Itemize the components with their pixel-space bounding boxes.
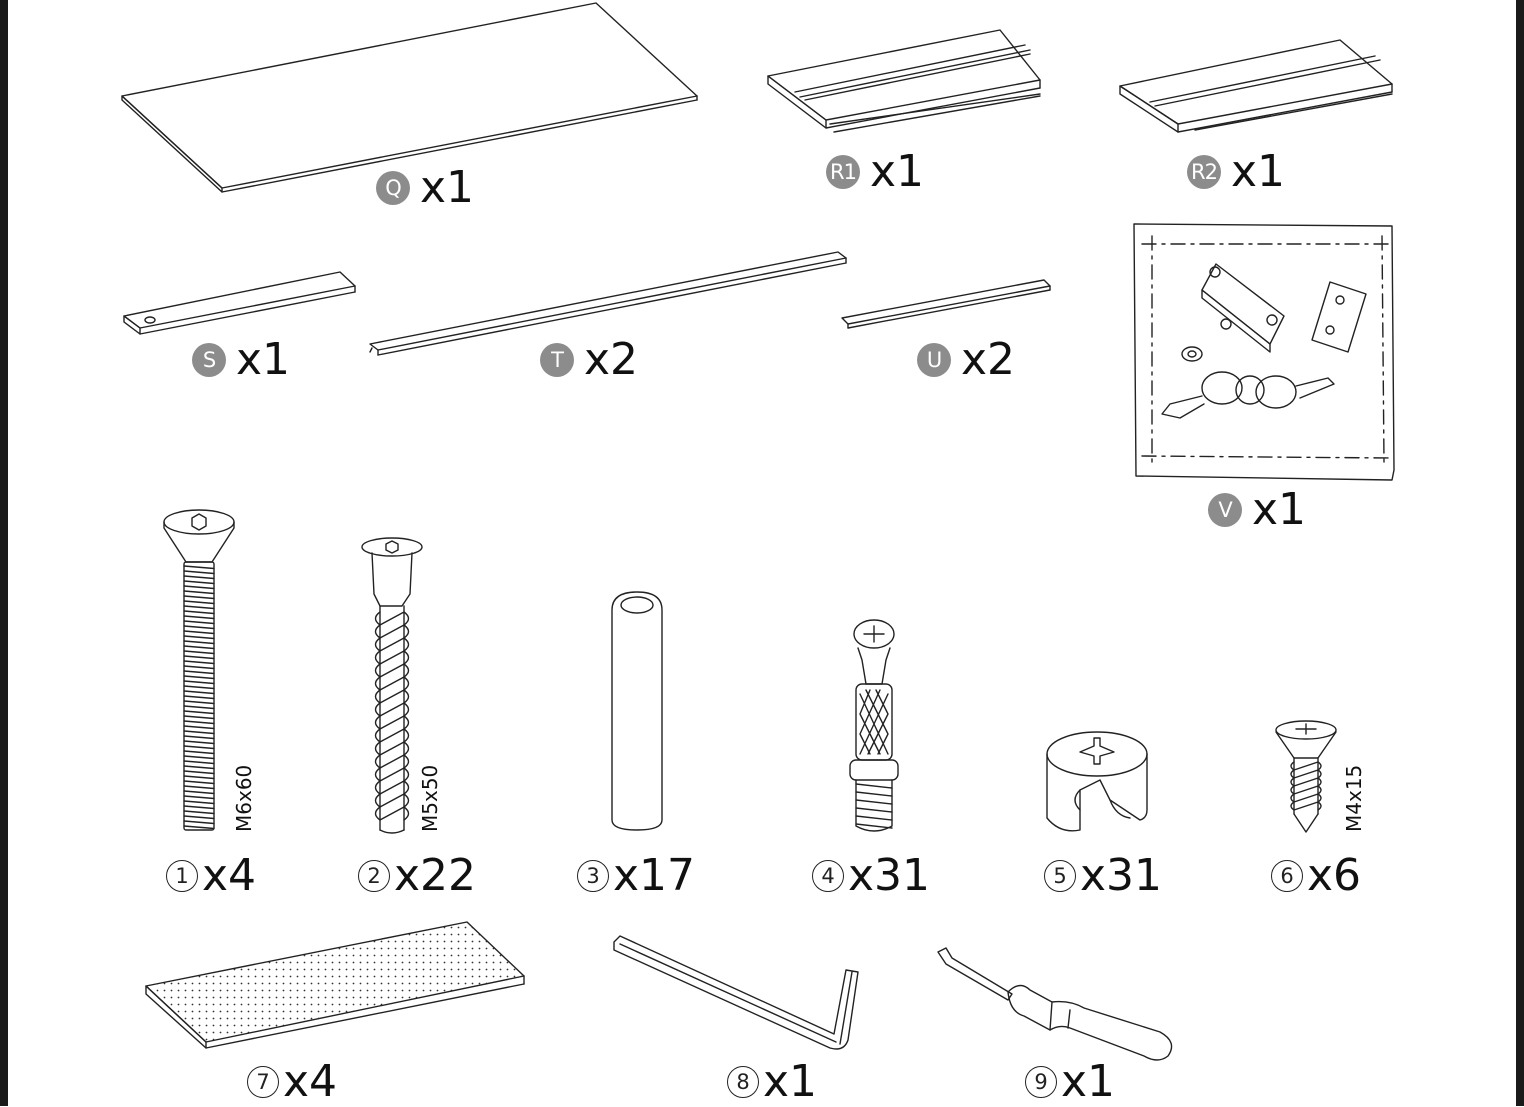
size-label-1: M6x60 — [232, 764, 256, 832]
badge-v: V — [1208, 493, 1242, 527]
qty-9: x1 — [1061, 1056, 1116, 1107]
qty-4: x31 — [848, 850, 931, 901]
badge-u: U — [917, 343, 951, 377]
panel-s-drawing — [123, 271, 356, 335]
panel-r2-label: R2 x1 — [1187, 150, 1285, 194]
num-8: 8 — [727, 1066, 759, 1098]
hardware-8-label: 8 x1 — [727, 1060, 817, 1104]
hardware-6-drawing — [1275, 720, 1337, 833]
num-2: 2 — [358, 860, 390, 892]
hardware-1-label: 1 x4 — [166, 854, 256, 898]
qty-t: x2 — [584, 334, 639, 385]
panel-q-label: Q x1 — [376, 166, 474, 210]
size-label-6: M4x15 — [1342, 764, 1366, 832]
panel-r1-label: R1 x1 — [826, 150, 924, 194]
qty-6: x6 — [1307, 850, 1362, 901]
qty-3: x17 — [613, 850, 696, 901]
qty-q: x1 — [420, 162, 475, 213]
panel-t-label: T x2 — [540, 338, 638, 382]
hardware-8-drawing — [613, 935, 859, 1050]
badge-t: T — [540, 343, 574, 377]
qty-r1: x1 — [870, 146, 925, 197]
num-9: 9 — [1025, 1066, 1057, 1098]
hardware-9-label: 9 x1 — [1025, 1060, 1115, 1104]
qty-7: x4 — [283, 1056, 338, 1107]
qty-8: x1 — [763, 1056, 818, 1107]
hardware-1-drawing — [163, 509, 235, 831]
badge-r1: R1 — [826, 155, 860, 189]
panel-t-drawing — [369, 251, 847, 356]
num-4: 4 — [812, 860, 844, 892]
qty-2: x22 — [394, 850, 477, 901]
badge-q: Q — [376, 171, 410, 205]
badge-s: S — [192, 343, 226, 377]
hardware-4-label: 4 x31 — [812, 854, 930, 898]
qty-s: x1 — [236, 334, 291, 385]
size-label-2: M5x50 — [418, 764, 442, 832]
hardware-7-label: 7 x4 — [247, 1060, 337, 1104]
hardware-9-drawing — [937, 947, 1173, 1061]
hardware-2-label: 2 x22 — [358, 854, 476, 898]
hardware-3-drawing — [611, 591, 663, 831]
qty-5: x31 — [1080, 850, 1163, 901]
hardware-7-drawing — [145, 921, 525, 1049]
panel-s-label: S x1 — [192, 338, 290, 382]
qty-v: x1 — [1252, 484, 1307, 535]
hardware-3-label: 3 x17 — [577, 854, 695, 898]
num-7: 7 — [247, 1066, 279, 1098]
left-border — [0, 0, 8, 1106]
qty-r2: x1 — [1231, 146, 1286, 197]
num-3: 3 — [577, 860, 609, 892]
badge-r2: R2 — [1187, 155, 1221, 189]
num-1: 1 — [166, 860, 198, 892]
num-6: 6 — [1271, 860, 1303, 892]
qty-u: x2 — [961, 334, 1016, 385]
hardware-5-label: 5 x31 — [1044, 854, 1162, 898]
panel-u-drawing — [841, 279, 1051, 329]
qty-1: x4 — [202, 850, 257, 901]
panel-v-drawing — [1133, 223, 1395, 481]
hardware-6-label: 6 x6 — [1271, 854, 1361, 898]
panel-v-label: V x1 — [1208, 488, 1306, 532]
panel-r1-drawing — [767, 29, 1041, 133]
hardware-2-drawing — [361, 537, 423, 834]
right-border — [1516, 0, 1524, 1106]
hardware-5-drawing — [1046, 731, 1148, 832]
hardware-4-drawing — [849, 619, 899, 832]
num-5: 5 — [1044, 860, 1076, 892]
panel-u-label: U x2 — [917, 338, 1015, 382]
panel-q-drawing — [121, 2, 698, 193]
panel-r2-drawing — [1119, 39, 1393, 133]
